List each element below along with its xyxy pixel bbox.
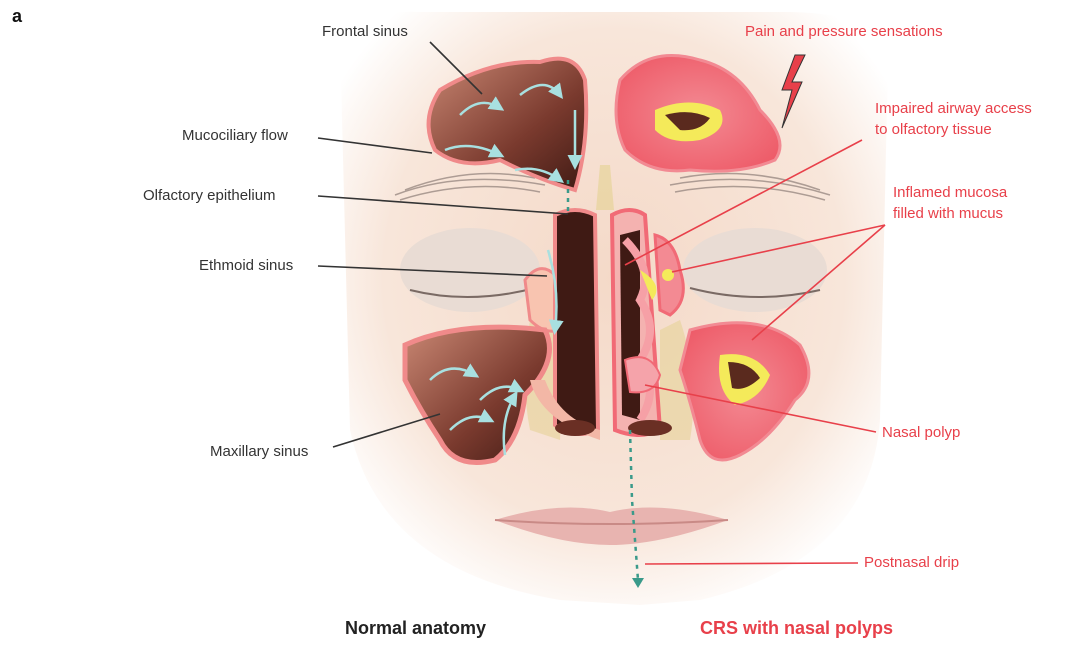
label-inflamed-mucosa-line2: filled with mucus bbox=[893, 204, 1003, 223]
label-nasal-polyp: Nasal polyp bbox=[882, 423, 960, 442]
label-olfactory-epithelium: Olfactory epithelium bbox=[143, 186, 276, 205]
label-frontal-sinus: Frontal sinus bbox=[322, 22, 408, 41]
label-pain-pressure: Pain and pressure sensations bbox=[745, 22, 943, 41]
label-inflamed-mucosa-line1: Inflamed mucosa bbox=[893, 183, 1007, 202]
label-postnasal-drip: Postnasal drip bbox=[864, 553, 959, 572]
panel-letter: a bbox=[12, 6, 22, 27]
label-ethmoid-sinus: Ethmoid sinus bbox=[199, 256, 293, 275]
caption-crs-nasal-polyps: CRS with nasal polyps bbox=[700, 618, 893, 639]
label-mucociliary-flow: Mucociliary flow bbox=[182, 126, 288, 145]
caption-normal-anatomy: Normal anatomy bbox=[345, 618, 486, 639]
label-impaired-airway-line2: to olfactory tissue bbox=[875, 120, 992, 139]
label-impaired-airway-line1: Impaired airway access bbox=[875, 99, 1032, 118]
label-maxillary-sinus: Maxillary sinus bbox=[210, 442, 308, 461]
